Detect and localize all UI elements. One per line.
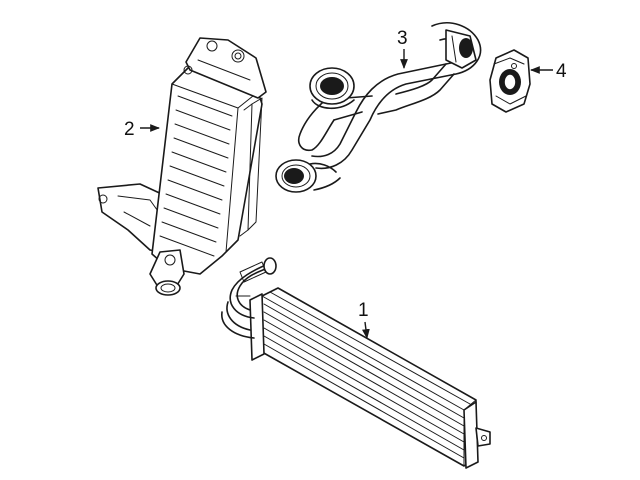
coolant-hose-assembly — [275, 22, 482, 193]
callout-1: 1 — [358, 300, 370, 339]
callout-4-label: 4 — [556, 61, 567, 82]
hose-clip — [489, 49, 531, 113]
callout-3: 3 — [397, 28, 408, 69]
callout-2: 2 — [124, 119, 160, 140]
callout-2-label: 2 — [124, 119, 135, 140]
transmission-oil-cooler — [221, 257, 491, 469]
callout-1-arrow — [362, 321, 370, 339]
callout-3-label: 3 — [397, 28, 408, 49]
oil-cooler-block — [97, 37, 267, 296]
callout-4: 4 — [530, 61, 567, 82]
callout-1-label: 1 — [358, 300, 369, 321]
